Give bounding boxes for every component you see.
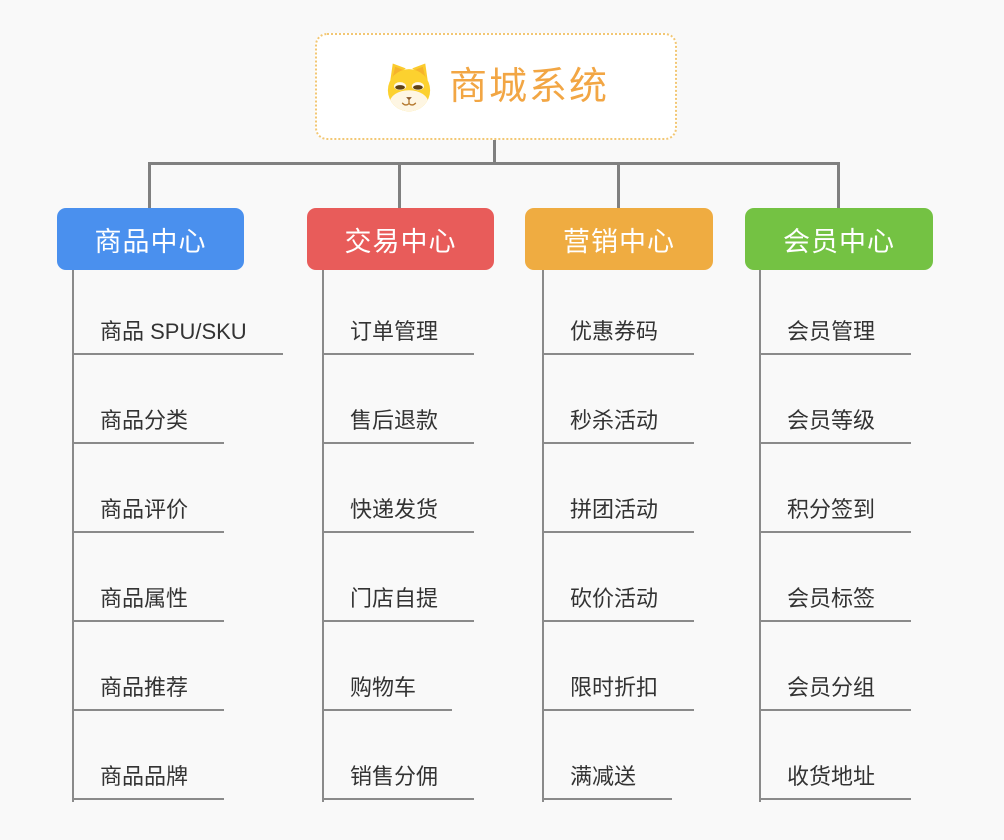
leaf-topic[interactable]: 会员管理 <box>761 319 912 355</box>
branch-drop-line <box>617 162 620 208</box>
leaf-topic[interactable]: 购物车 <box>324 675 453 711</box>
leaf-topic[interactable]: 商品分类 <box>74 408 225 444</box>
branch-label: 营销中心 <box>563 226 675 257</box>
branch-node-marketing-center[interactable]: 营销中心 <box>525 208 713 270</box>
branch-children-trade-center: 订单管理售后退款快递发货门店自提购物车销售分佣 <box>322 270 475 802</box>
leaf-topic[interactable]: 订单管理 <box>324 319 475 355</box>
branch-drop-line <box>837 162 840 208</box>
branch-node-trade-center[interactable]: 交易中心 <box>307 208 494 270</box>
leaf-topic[interactable]: 快递发货 <box>324 497 475 533</box>
branch-node-product-center[interactable]: 商品中心 <box>57 208 244 270</box>
leaf-topic[interactable]: 商品 SPU/SKU <box>74 319 283 355</box>
branch-label: 会员中心 <box>783 226 895 257</box>
leaf-topic[interactable]: 商品属性 <box>74 586 225 622</box>
root-connector-stub <box>493 140 496 163</box>
leaf-topic[interactable]: 会员标签 <box>761 586 912 622</box>
leaf-topic[interactable]: 商品推荐 <box>74 675 225 711</box>
leaf-topic[interactable]: 收货地址 <box>761 764 912 800</box>
leaf-topic[interactable]: 会员分组 <box>761 675 912 711</box>
branch-children-product-center: 商品 SPU/SKU 商品分类商品评价商品属性商品推荐商品品牌 <box>72 270 283 802</box>
leaf-topic[interactable]: 销售分佣 <box>324 764 475 800</box>
leaf-topic[interactable]: 商品品牌 <box>74 764 225 800</box>
root-title: 商城系统 <box>448 65 609 108</box>
leaf-topic[interactable]: 商品评价 <box>74 497 225 533</box>
leaf-topic[interactable]: 积分签到 <box>761 497 912 533</box>
leaf-topic[interactable]: 拼团活动 <box>544 497 695 533</box>
root-topic[interactable]: 商城系统 <box>315 33 677 140</box>
dog-face-icon <box>387 62 431 111</box>
branch-rail-line <box>148 162 840 165</box>
leaf-topic[interactable]: 售后退款 <box>324 408 475 444</box>
branch-label: 交易中心 <box>344 226 457 257</box>
leaf-topic[interactable]: 门店自提 <box>324 586 475 622</box>
branch-children-marketing-center: 优惠券码秒杀活动拼团活动砍价活动限时折扣满减送 <box>542 270 695 802</box>
branch-node-member-center[interactable]: 会员中心 <box>745 208 933 270</box>
leaf-topic[interactable]: 限时折扣 <box>544 675 695 711</box>
branch-label: 商品中心 <box>94 226 207 257</box>
leaf-topic[interactable]: 满减送 <box>544 764 673 800</box>
leaf-topic[interactable]: 会员等级 <box>761 408 912 444</box>
leaf-topic[interactable]: 秒杀活动 <box>544 408 695 444</box>
branch-drop-line <box>148 162 151 208</box>
branch-children-member-center: 会员管理会员等级积分签到会员标签会员分组收货地址 <box>759 270 912 802</box>
leaf-topic[interactable]: 优惠券码 <box>544 319 695 355</box>
branch-drop-line <box>398 162 401 208</box>
leaf-topic[interactable]: 砍价活动 <box>544 586 695 622</box>
